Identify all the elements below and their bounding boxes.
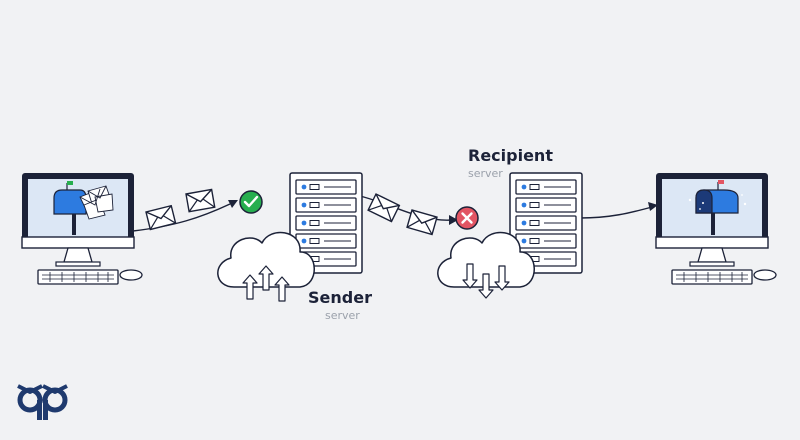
flow-line-left-computer-to-sender: [132, 203, 231, 232]
sender-server-rack-icon: [289, 172, 363, 274]
flow-line-recipient-to-right-computer: [579, 206, 653, 219]
x-circle-icon: [455, 206, 479, 230]
sender-title: Sender: [308, 288, 372, 307]
arrowhead-to-recipient: [449, 215, 458, 225]
envelope-icon: [367, 193, 401, 223]
envelope-icon: [406, 209, 438, 236]
check-circle-icon: [239, 190, 263, 214]
sender-subtitle: server: [325, 309, 360, 322]
cloud-upload-icon: [217, 231, 315, 302]
flow-line-sender-to-recipient: [359, 195, 453, 221]
cloud-download-icon: [437, 231, 535, 299]
closed-mailbox-icon: [688, 180, 747, 235]
recipient-subtitle: server: [468, 167, 503, 180]
envelope-icon: [145, 205, 177, 231]
arrowhead-to-right-computer: [648, 202, 658, 211]
owl-logo-icon: [17, 384, 68, 420]
recipient-title: Recipient: [468, 146, 553, 165]
envelope-icon: [185, 188, 216, 213]
open-mailbox-icon: [53, 181, 114, 235]
arrowhead-to-sender: [228, 200, 238, 208]
recipient-server-rack-icon: [509, 172, 583, 274]
